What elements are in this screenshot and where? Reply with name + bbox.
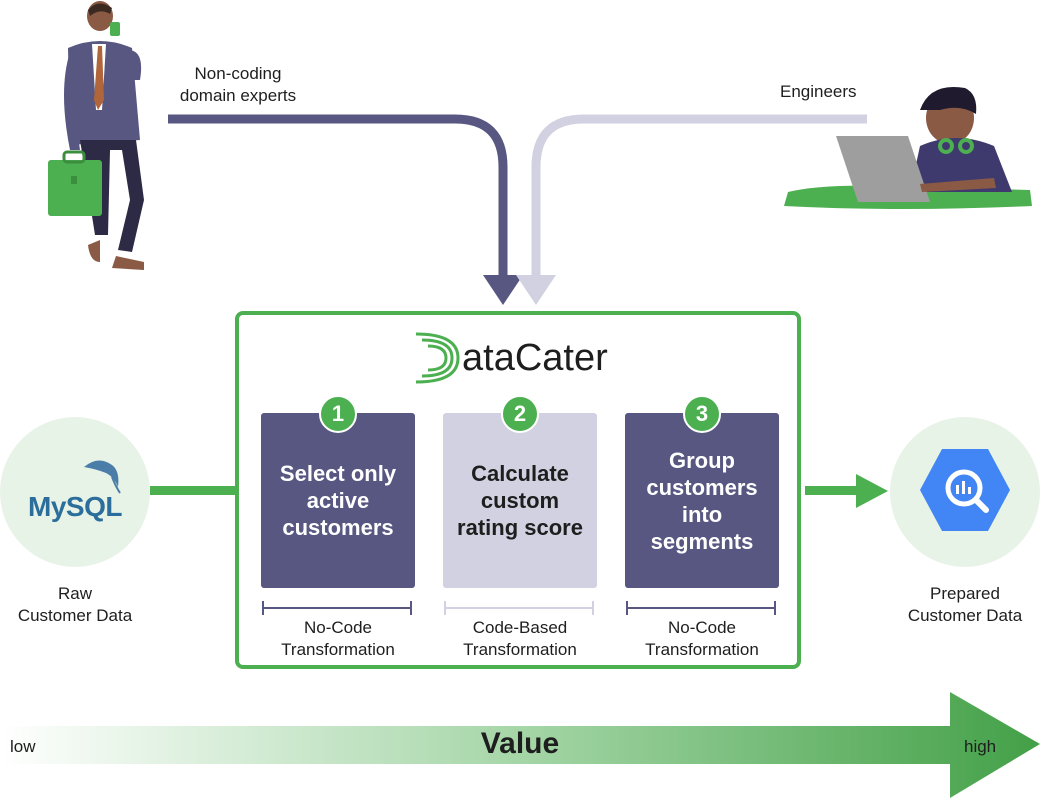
step-3-type-label: No-Code Transformation: [645, 618, 759, 659]
value-low-label: low: [10, 737, 36, 756]
mysql-logo-text: MySQL: [28, 491, 122, 522]
step-2-bracket: [444, 601, 594, 615]
domain-experts-label: Non-coding domain experts: [179, 64, 297, 105]
engineer-illustration: [784, 86, 1032, 209]
output-flow-line: [805, 486, 860, 495]
prepared-data-label: Prepared Customer Data: [907, 584, 1023, 625]
businessman-illustration: [48, 1, 144, 270]
domain-experts-arrowhead: [483, 275, 523, 305]
source-circle: MySQL: [0, 417, 150, 567]
step-3-card: Group customers into segments: [625, 413, 779, 588]
output-arrowhead: [856, 474, 888, 508]
domain-experts-arrow: [168, 114, 508, 278]
step-2-type-label: Code-Based Transformation: [463, 618, 577, 659]
datacater-pipeline-frame: [235, 311, 801, 669]
step-1-badge: 1: [319, 395, 357, 433]
value-high-label: high: [964, 737, 997, 756]
value-arrow: [0, 692, 1040, 798]
raw-data-label: Raw Customer Data: [17, 584, 133, 625]
step-1-card: Select only active customers: [261, 413, 415, 588]
mysql-logo: MySQL: [28, 491, 122, 523]
step-1-bracket: [262, 601, 412, 615]
datacater-logo-text: ataCater: [462, 337, 608, 379]
datacater-logo-icon: [415, 332, 460, 384]
step-1-type-label: No-Code Transformation: [281, 618, 395, 659]
actor-arrows: [168, 114, 867, 305]
engineers-arrow: [531, 114, 867, 278]
step-3-bracket: [626, 601, 776, 615]
value-title: Value: [480, 727, 560, 760]
input-flow-line: [150, 486, 237, 495]
step-2-card: Calculate custom rating score: [443, 413, 597, 588]
mysql-dolphin-icon: [84, 460, 121, 494]
step-3-badge: 3: [683, 395, 721, 433]
bigquery-icon: [920, 449, 1010, 531]
target-circle: [890, 417, 1040, 567]
engineers-arrowhead: [516, 275, 556, 305]
step-2-badge: 2: [501, 395, 539, 433]
engineers-label: Engineers: [780, 82, 857, 101]
